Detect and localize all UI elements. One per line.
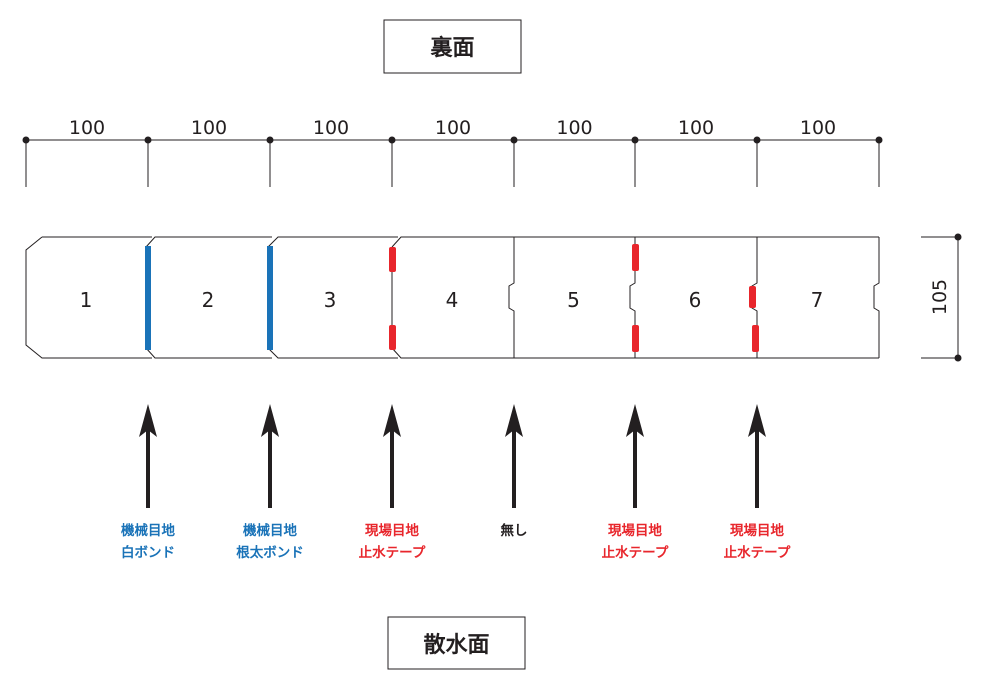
dimension-label-2: 100	[191, 117, 227, 139]
dimension-dot-7	[753, 136, 761, 144]
panel-number-7: 7	[811, 288, 824, 312]
joint-4-arrow-head	[505, 404, 523, 437]
joint-4-label-line1: 無し	[501, 522, 528, 539]
joint-3-label-line2: 止水テープ	[359, 544, 426, 561]
panel-3-outline	[267, 236, 398, 359]
joint-6-tape-bottom	[752, 325, 759, 352]
top-label-box: 裏面	[383, 19, 522, 74]
dimension-labels: 100 100 100 100 100 100 100	[69, 117, 836, 139]
thickness-label: 105	[929, 279, 951, 315]
panel-number-1: 1	[80, 288, 93, 312]
bottom-label: 散水面	[423, 633, 489, 658]
joint-3-tape-top	[389, 247, 396, 272]
panel-4-outline	[391, 236, 514, 359]
joint-arrows	[139, 404, 766, 508]
dimension-dot-2	[144, 136, 152, 144]
joint-1-label-line2: 白ボンド	[121, 544, 175, 561]
joint-6-arrow-head	[748, 404, 766, 437]
joint-5-label-line2: 止水テープ	[602, 544, 669, 561]
panel-number-3: 3	[324, 288, 337, 312]
panel-numbers: 1 2 3 4 5 6 7	[80, 288, 824, 312]
joint-1-white-bond	[145, 246, 151, 350]
panel-2-outline	[145, 236, 272, 359]
joint-6-label-line2: 止水テープ	[724, 544, 791, 561]
joint-5-label-line1: 現場目地	[608, 522, 662, 539]
joint-5-tape-top	[632, 244, 639, 271]
bottom-label-box: 散水面	[387, 616, 526, 670]
joint-6-tape-top	[749, 286, 756, 308]
panel-strip	[25, 236, 880, 359]
joint-3-tape-bottom	[389, 325, 396, 350]
width-dimension-line	[22, 136, 883, 187]
joint-2-joist-bond	[267, 246, 273, 350]
thickness-bottom-dot	[954, 354, 962, 362]
joint-5-arrow-head	[626, 404, 644, 437]
panel-1-outline	[25, 236, 152, 359]
dimension-label-7: 100	[800, 117, 836, 139]
thickness-top-dot	[954, 233, 962, 241]
joint-5-seam	[629, 237, 636, 358]
panel-7-right-edge	[873, 237, 880, 358]
panel-number-5: 5	[567, 288, 580, 312]
dimension-label-5: 100	[556, 117, 592, 139]
dimension-dot-8	[875, 136, 883, 144]
dimension-dot-3	[266, 136, 274, 144]
joint-1-arrow-head	[139, 404, 157, 437]
dimension-label-6: 100	[678, 117, 714, 139]
joint-6-label-line1: 現場目地	[730, 522, 784, 539]
joint-3-arrow-head	[383, 404, 401, 437]
joint-3-label-line1: 現場目地	[365, 522, 419, 539]
thickness-dimension: 105	[921, 233, 962, 362]
joint-4-seam	[508, 237, 515, 358]
joint-5-tape-bottom	[632, 325, 639, 352]
panel-number-6: 6	[689, 288, 702, 312]
joint-2-label-line1: 機械目地	[243, 522, 297, 539]
panel-number-2: 2	[202, 288, 215, 312]
joint-2-arrow-head	[261, 404, 279, 437]
dimension-dot-6	[631, 136, 639, 144]
panel-number-4: 4	[446, 288, 459, 312]
dimension-dot-5	[510, 136, 518, 144]
dimension-label-1: 100	[69, 117, 105, 139]
dimension-label-3: 100	[313, 117, 349, 139]
joint-1-label-line1: 機械目地	[121, 522, 175, 539]
joint-2-label-line2: 根太ボンド	[236, 544, 304, 561]
dimension-dot-4	[388, 136, 396, 144]
dimension-dot-1	[22, 136, 30, 144]
dimension-label-4: 100	[435, 117, 471, 139]
top-label: 裏面	[430, 35, 474, 61]
